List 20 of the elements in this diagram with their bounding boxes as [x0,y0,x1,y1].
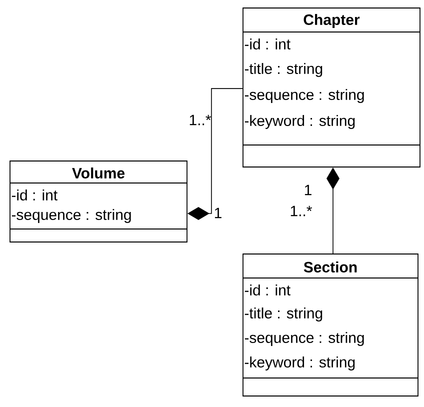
multiplicity-label: 1..* [290,206,312,216]
attribute: -keyword : string [244,115,355,129]
multiplicity-label: 1 [304,184,312,196]
attribute: -keyword : string [244,356,355,370]
class-name: Section [304,261,357,272]
class-name: Volume [72,168,125,178]
attribute: -id : int [244,38,290,50]
attribute: -title : string [244,308,322,322]
class-box [242,254,418,396]
multiplicity-label: 1 [214,208,222,218]
attribute: -id : int [12,190,58,200]
attribute: -id : int [244,284,290,296]
attribute: -title : string [244,63,322,77]
attribute: -sequence : string [244,332,364,346]
multiplicity-label: 1..* [190,114,212,126]
class-box [10,160,188,242]
attribute: -sequence : string [244,89,364,103]
attribute: -sequence : string [12,209,131,223]
class-box [242,8,420,168]
class-name: Chapter [304,14,360,28]
